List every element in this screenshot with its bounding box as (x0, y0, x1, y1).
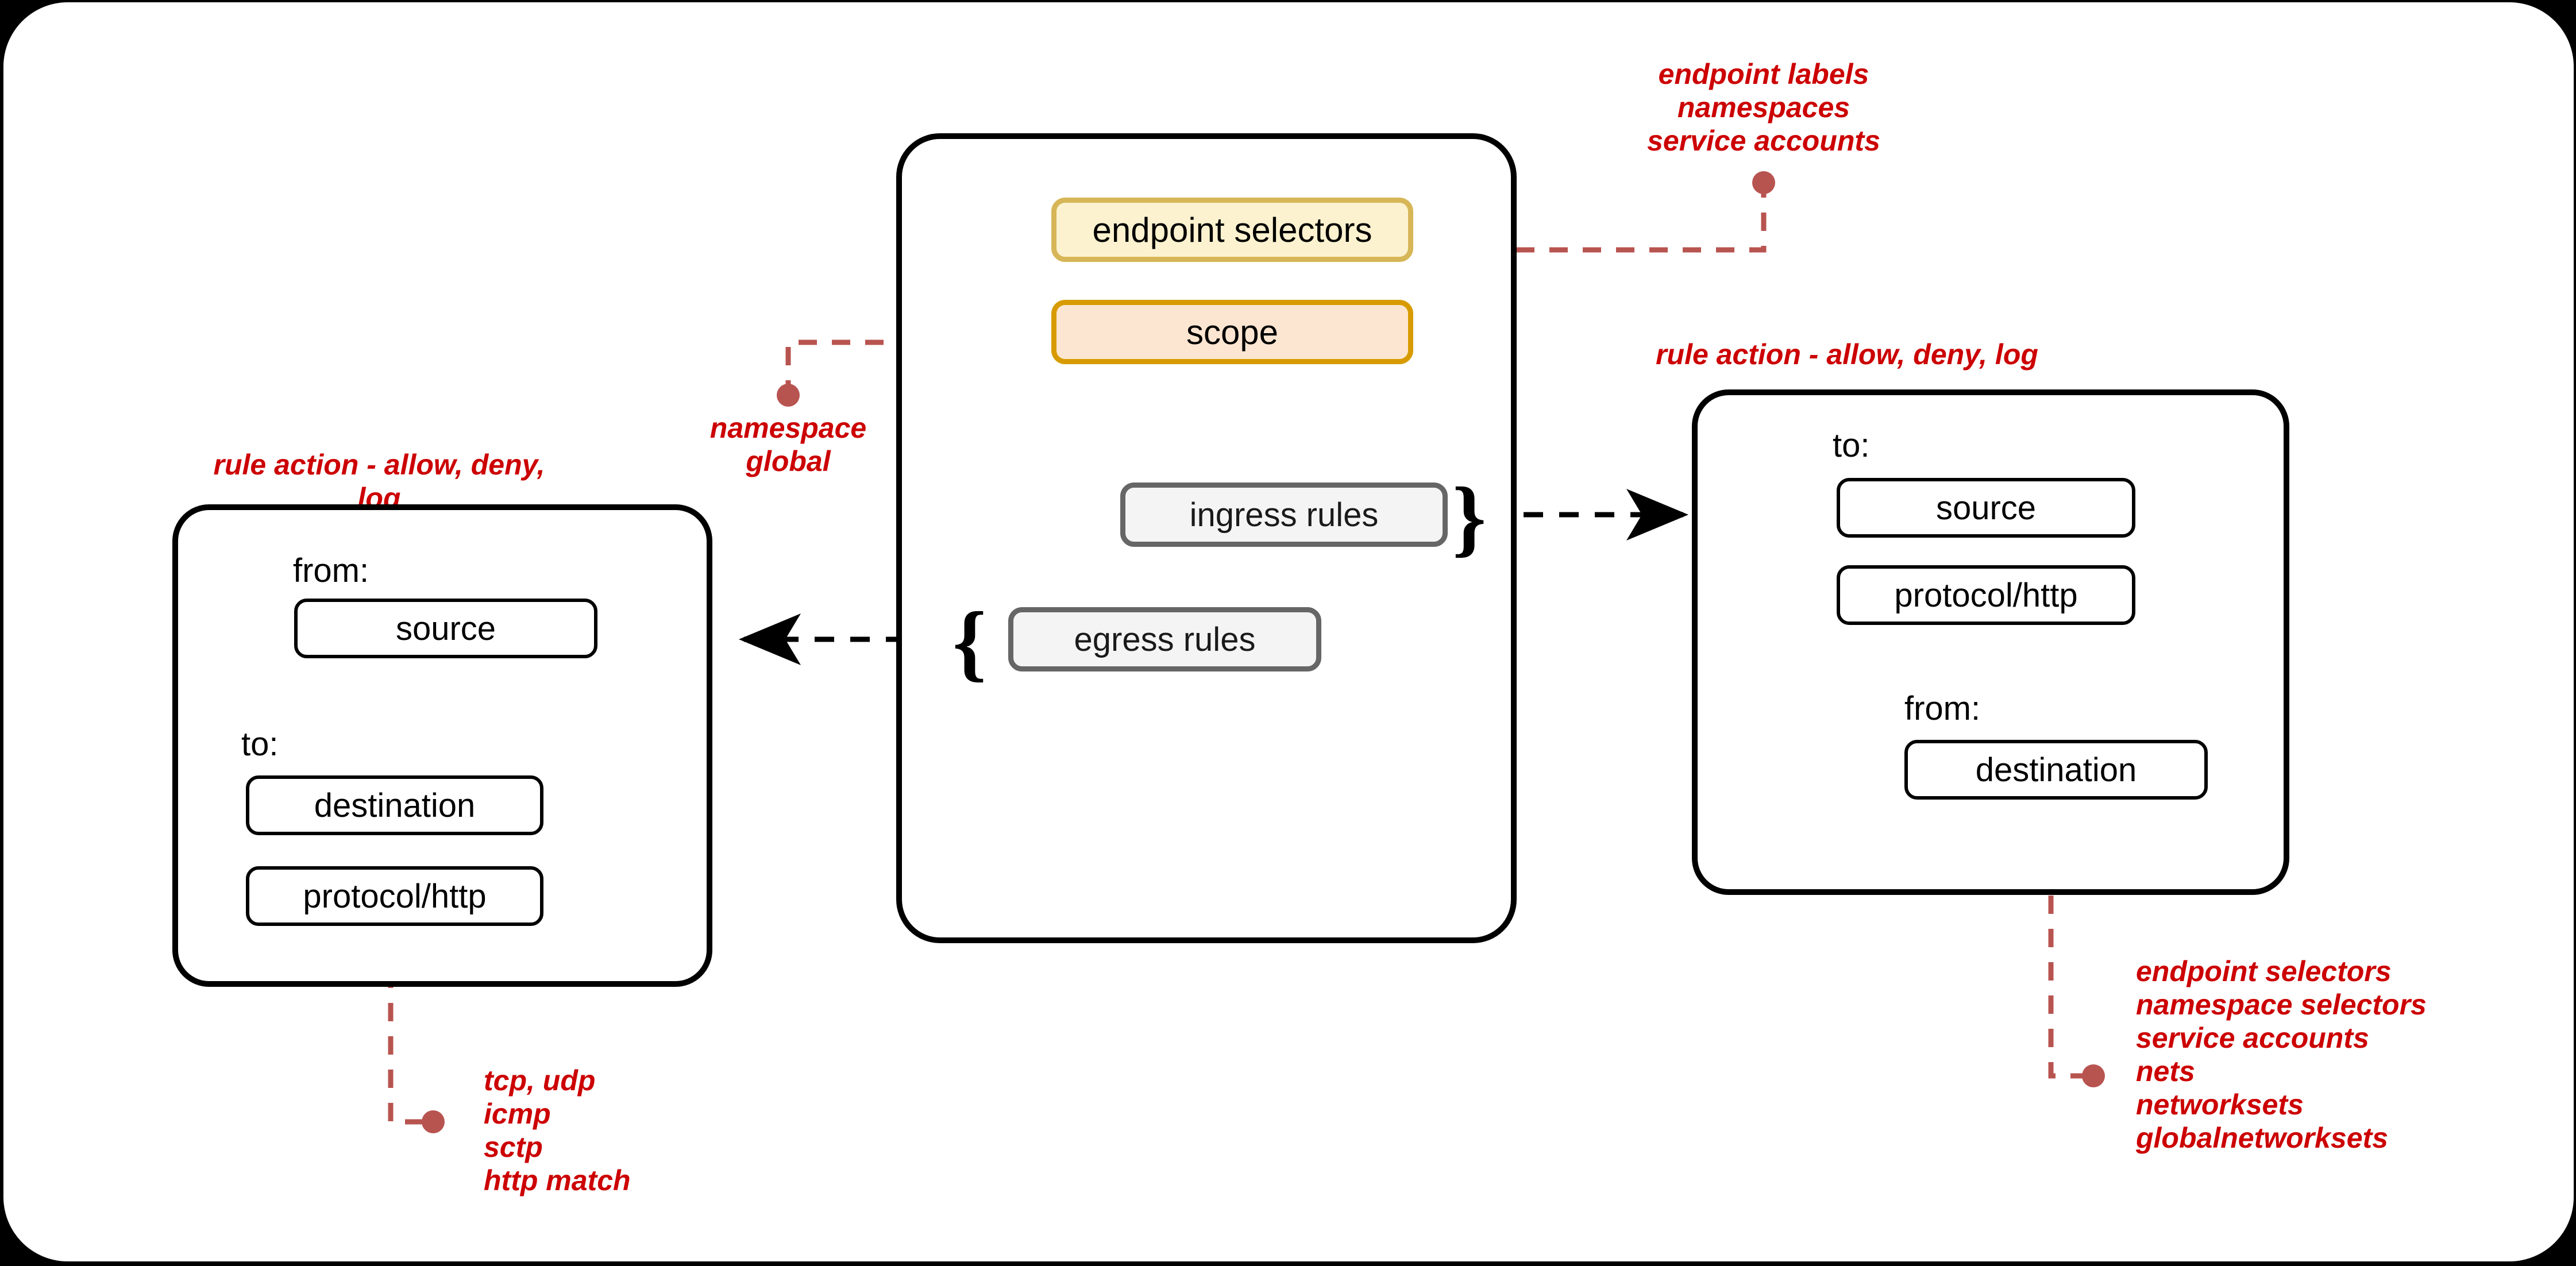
right-from-label: from: (1904, 690, 1981, 727)
right-protocol-http-box[interactable]: protocol/http (1837, 565, 2135, 625)
scope-label: scope (1186, 312, 1279, 352)
ingress-brace: } (1452, 470, 1487, 565)
egress-brace: { (952, 595, 987, 690)
left-from-label: from: (293, 552, 369, 589)
left-source-label: source (395, 609, 496, 647)
left-rule-heading: rule action - allow, deny, log (213, 449, 545, 514)
left-destination-box[interactable]: destination (246, 775, 543, 835)
annotation-protocol: tcp, udp icmp sctp http match (484, 1064, 631, 1196)
annotation-destination: endpoint selectors namespace selectors s… (2136, 955, 2427, 1154)
ingress-rules-box[interactable]: ingress rules (1120, 483, 1448, 547)
right-source-box[interactable]: source (1837, 478, 2135, 538)
right-destination-label: destination (1975, 751, 2137, 789)
egress-rules-box[interactable]: egress rules (1008, 607, 1321, 671)
right-source-label: source (1935, 489, 2037, 527)
endpoint-selectors-box[interactable]: endpoint selectors (1051, 198, 1413, 262)
endpoint-selectors-label: endpoint selectors (1092, 210, 1372, 249)
ingress-rules-label: ingress rules (1189, 496, 1379, 534)
right-to-label: to: (1833, 427, 1870, 464)
right-protocol-http-label: protocol/http (1894, 576, 2078, 614)
left-source-box[interactable]: source (294, 599, 597, 658)
scope-box[interactable]: scope (1051, 300, 1413, 364)
egress-rules-label: egress rules (1074, 620, 1256, 658)
right-destination-box[interactable]: destination (1904, 740, 2208, 800)
right-rule-heading: rule action - allow, deny, log (1656, 338, 2038, 370)
left-to-label: to: (241, 725, 279, 763)
left-protocol-http-box[interactable]: protocol/http (246, 866, 543, 926)
annotation-endpoint-selectors: endpoint labels namespaces service accou… (1647, 58, 1880, 157)
left-protocol-http-label: protocol/http (303, 877, 487, 915)
left-destination-label: destination (314, 786, 476, 824)
annotation-scope: namespace global (709, 412, 867, 477)
ingress-rule-container (1692, 389, 2289, 895)
